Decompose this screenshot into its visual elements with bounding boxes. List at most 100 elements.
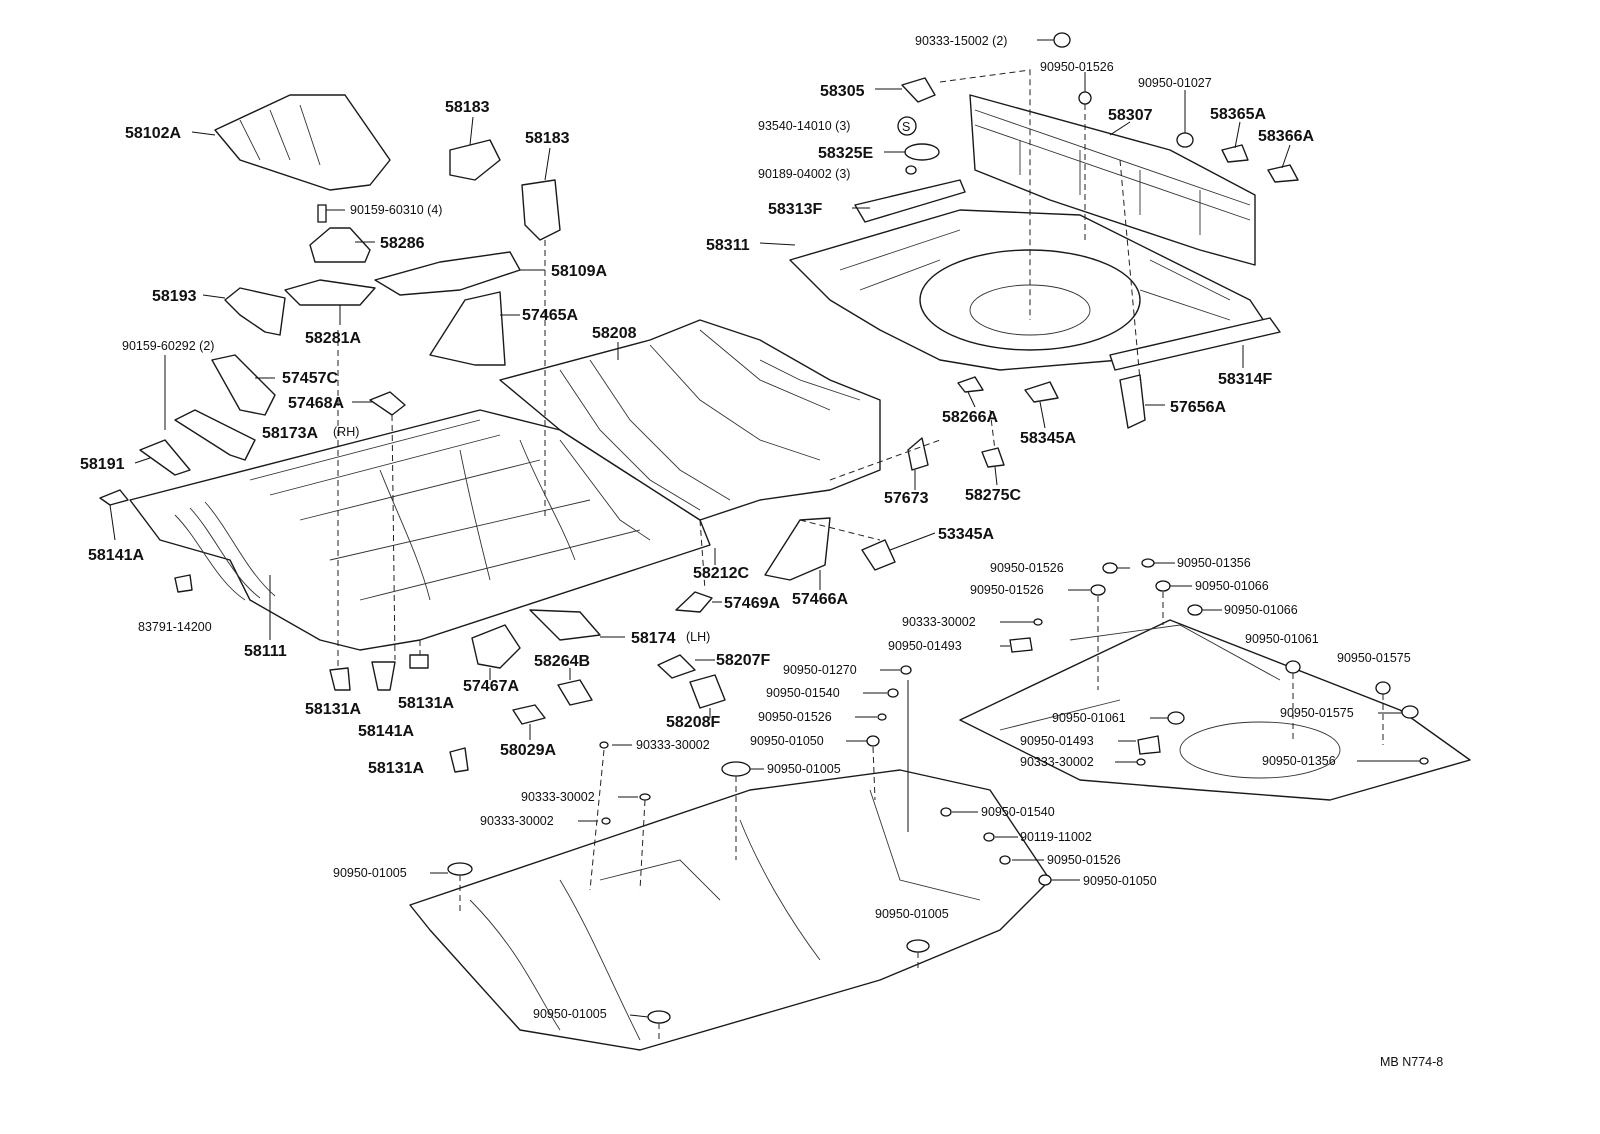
callout-83791-14200: 83791-14200 xyxy=(138,620,212,634)
callout-58313F: 58313F xyxy=(768,201,822,218)
bracket-57673 xyxy=(907,437,929,471)
callout-58183-left: 58183 xyxy=(445,99,490,116)
front-floor-pan-58111 xyxy=(129,409,711,651)
callout-90950-01540-b: 90950-01540 xyxy=(981,805,1055,819)
callout-58366A: 58366A xyxy=(1258,128,1314,145)
callout-90950-01061-b: 90950-01061 xyxy=(1052,711,1126,725)
callout-57673: 57673 xyxy=(884,490,929,507)
callout-57469A: 57469A xyxy=(724,595,780,612)
bracket-57467A xyxy=(471,624,521,669)
s-mark-circle xyxy=(897,116,917,136)
clip-58131A-a xyxy=(329,667,351,691)
member-58314F xyxy=(1109,317,1281,371)
callout-90333-30002-a: 90333-30002 xyxy=(902,615,976,629)
bracket-58266A xyxy=(957,376,984,393)
callout-90333-30002-b: 90333-30002 xyxy=(1020,755,1094,769)
callout-90333-15002: 90333-15002 (2) xyxy=(915,34,1007,48)
pad-58325E xyxy=(904,143,940,161)
bracket-57469A xyxy=(675,591,713,613)
callout-s-mark: S xyxy=(902,120,910,134)
callout-57466A: 57466A xyxy=(792,591,848,608)
callout-90950-01005-d: 90950-01005 xyxy=(533,1007,607,1021)
bracket-58275C xyxy=(981,447,1005,468)
callout-90950-01061-a: 90950-01061 xyxy=(1245,632,1319,646)
callout-58131A-b: 58131A xyxy=(398,695,454,712)
callout-58365A: 58365A xyxy=(1210,106,1266,123)
crossmember-58313F xyxy=(854,179,966,223)
callout-90159-60292: 90159-60292 (2) xyxy=(122,339,214,353)
callout-58109A: 58109A xyxy=(551,263,607,280)
callout-90950-01005-a: 90950-01005 xyxy=(767,762,841,776)
callout-90950-01526-d: 90950-01526 xyxy=(758,710,832,724)
callout-58102A: 58102A xyxy=(125,125,181,142)
bracket-58191 xyxy=(139,439,191,476)
callout-90950-01050-b: 90950-01050 xyxy=(1083,874,1157,888)
callout-90950-01270: 90950-01270 xyxy=(783,663,857,677)
clip-58141A-left xyxy=(99,489,129,506)
callout-90333-30002-d: 90333-30002 xyxy=(521,790,595,804)
callout-90950-01005-b: 90950-01005 xyxy=(333,866,407,880)
callout-58286: 58286 xyxy=(380,235,425,252)
clip-58141A-right xyxy=(371,661,396,691)
callout-58305: 58305 xyxy=(820,83,865,100)
callout-lh: (LH) xyxy=(686,630,710,644)
callout-58141A-right: 58141A xyxy=(358,723,414,740)
callout-90333-30002-e: 90333-30002 xyxy=(480,814,554,828)
alignment-dashed-lines xyxy=(337,69,1384,1040)
callout-53345A: 53345A xyxy=(938,526,994,543)
callout-90950-01027: 90950-01027 xyxy=(1138,76,1212,90)
leader-lines xyxy=(109,39,1420,1018)
callout-90333-30002-c: 90333-30002 xyxy=(636,738,710,752)
member-58174 xyxy=(529,609,601,641)
callout-58275C: 58275C xyxy=(965,487,1021,504)
plate-58208F xyxy=(689,674,726,709)
brace-57457C xyxy=(211,354,276,416)
callout-58208F: 58208F xyxy=(666,714,720,731)
callout-58264B: 58264B xyxy=(534,653,590,670)
callout-labels: 90333-15002 (2) 90950-01526 58305 90950-… xyxy=(80,34,1443,1069)
callout-57465A: 57465A xyxy=(522,307,578,324)
member-58173A xyxy=(174,409,256,461)
callout-90950-01575-a: 90950-01575 xyxy=(1337,651,1411,665)
callout-57457C: 57457C xyxy=(282,370,338,387)
callout-58281A: 58281A xyxy=(305,330,361,347)
bracket-58305 xyxy=(901,77,936,103)
bracket-57656A xyxy=(1119,374,1146,429)
callout-58174: 58174 xyxy=(631,630,676,647)
callout-58131A-a: 58131A xyxy=(305,701,361,718)
bracket-58366A xyxy=(1267,164,1299,183)
callout-58183-right: 58183 xyxy=(525,130,570,147)
callout-93540-14010: 93540-14010 (3) xyxy=(758,119,850,133)
callout-90950-01526-c: 90950-01526 xyxy=(970,583,1044,597)
bracket-58109A xyxy=(374,251,521,296)
clip-58131A-c xyxy=(449,747,469,773)
bracket-58264B xyxy=(557,679,593,706)
callout-90950-01526-b: 90950-01526 xyxy=(990,561,1064,575)
callout-57467A: 57467A xyxy=(463,678,519,695)
bracket-53345A xyxy=(861,539,896,571)
plate-58281A xyxy=(284,279,376,306)
bracket-58183-right xyxy=(521,179,561,241)
callout-90950-01356-b: 90950-01356 xyxy=(1262,754,1336,768)
callout-58266A: 58266A xyxy=(942,409,998,426)
clip-58131A-b xyxy=(409,654,429,669)
callout-58314F: 58314F xyxy=(1218,371,1272,388)
callout-58173A: 58173A xyxy=(262,425,318,442)
callout-90950-01050-a: 90950-01050 xyxy=(750,734,824,748)
callout-58208: 58208 xyxy=(592,325,637,342)
floor-silencer-rear xyxy=(959,619,1471,801)
callout-58207F: 58207F xyxy=(716,652,770,669)
callout-58191: 58191 xyxy=(80,456,125,473)
diagram-code: MB N774-8 xyxy=(1380,1055,1443,1069)
callout-58029A: 58029A xyxy=(500,742,556,759)
callout-58111: 58111 xyxy=(244,643,287,660)
washer-83791-14200 xyxy=(174,574,193,593)
callout-58311: 58311 xyxy=(706,237,750,254)
callout-90159-60310: 90159-60310 (4) xyxy=(350,203,442,217)
callout-90950-01575-b: 90950-01575 xyxy=(1280,706,1354,720)
callout-90119-11002: 90119-11002 xyxy=(1020,830,1092,844)
callout-rh: (RH) xyxy=(333,425,359,439)
bracket-57468A xyxy=(369,391,406,416)
callout-90950-01493-b: 90950-01493 xyxy=(1020,734,1094,748)
